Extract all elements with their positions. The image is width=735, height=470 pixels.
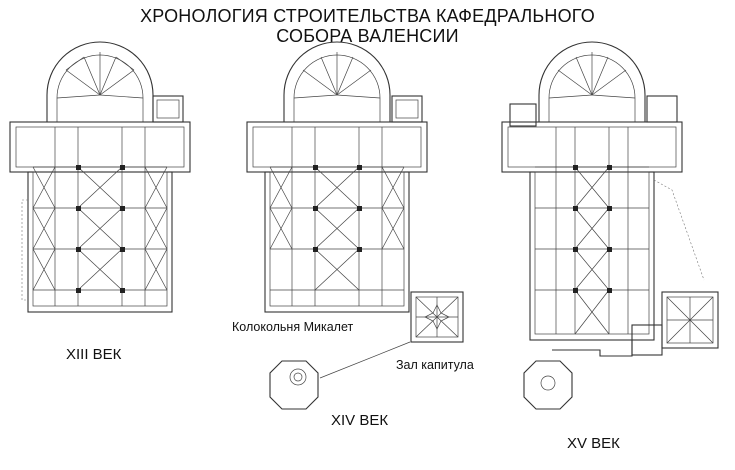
plan-xiii-apse-ribs [56, 52, 144, 99]
plan-xiii-drawing [9, 41, 191, 313]
century-label-xv: XV ВЕК [567, 435, 620, 452]
plan-xiii-vault-grid [32, 127, 168, 306]
plan-xiii-corner-chapel [152, 95, 184, 123]
plan-xiv-chapter-hall [410, 291, 464, 343]
plan-xiv-bell-tower [269, 360, 319, 410]
bell-tower-label: Колокольня Микалет [232, 320, 354, 334]
plan-xv-chapter-hall [552, 291, 719, 357]
plan-xiv-annotation-leader [319, 341, 411, 379]
plan-xv-drawing [501, 41, 705, 341]
diagram-title-line-2: СОБОРА ВАЛЕНСИИ [276, 26, 459, 46]
plan-xiii-apse [46, 41, 154, 122]
century-label-xiv: XIV ВЕК [331, 412, 389, 429]
century-label-xiii: XIII ВЕК [66, 346, 122, 363]
chapter-hall-label: Зал капитула [396, 358, 474, 372]
diagram-title-line-1: ХРОНОЛОГИЯ СТРОИТЕЛЬСТВА КАФЕДРАЛЬНОГО [140, 6, 595, 26]
plan-xv-bell-tower [523, 360, 573, 410]
plan-xiii-piers [76, 165, 125, 293]
plan-xiv-drawing [246, 41, 428, 313]
